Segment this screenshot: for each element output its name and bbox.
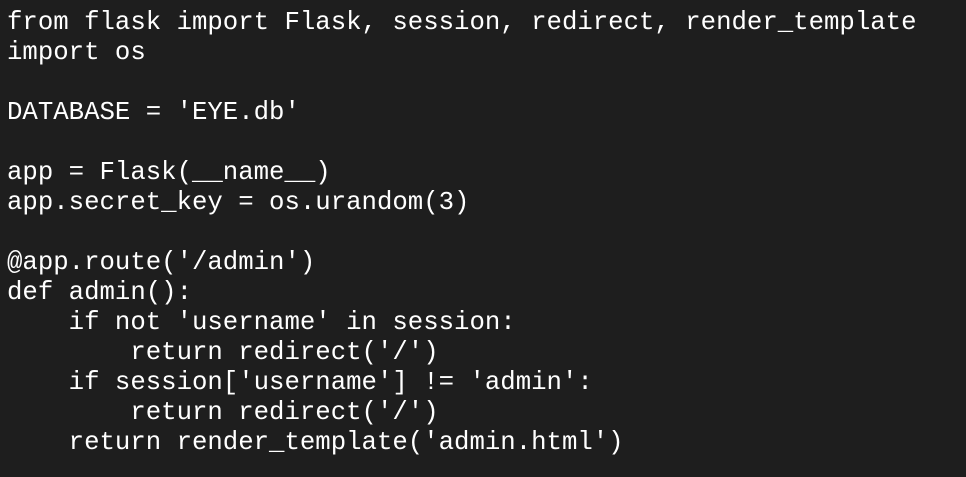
code-line-10: def admin(): [7, 278, 192, 307]
code-line-8 [7, 218, 966, 248]
code-line-3 [7, 68, 966, 98]
code-line-5 [7, 128, 966, 158]
code-block: from flask import Flask, session, redire… [7, 8, 966, 458]
code-line-4: DATABASE = 'EYE.db' [7, 98, 300, 127]
code-line-11: if not 'username' in session: [7, 308, 516, 337]
code-line-14: return redirect('/') [7, 398, 439, 427]
code-line-9: @app.route('/admin') [7, 248, 316, 277]
code-line-15: return render_template('admin.html') [7, 428, 624, 457]
code-line-13: if session['username'] != 'admin': [7, 368, 593, 397]
code-line-1: from flask import Flask, session, redire… [7, 8, 917, 37]
code-line-2: import os [7, 38, 146, 67]
code-line-7: app.secret_key = os.urandom(3) [7, 188, 470, 217]
code-line-12: return redirect('/') [7, 338, 439, 367]
code-line-6: app = Flask(__name__) [7, 158, 331, 187]
